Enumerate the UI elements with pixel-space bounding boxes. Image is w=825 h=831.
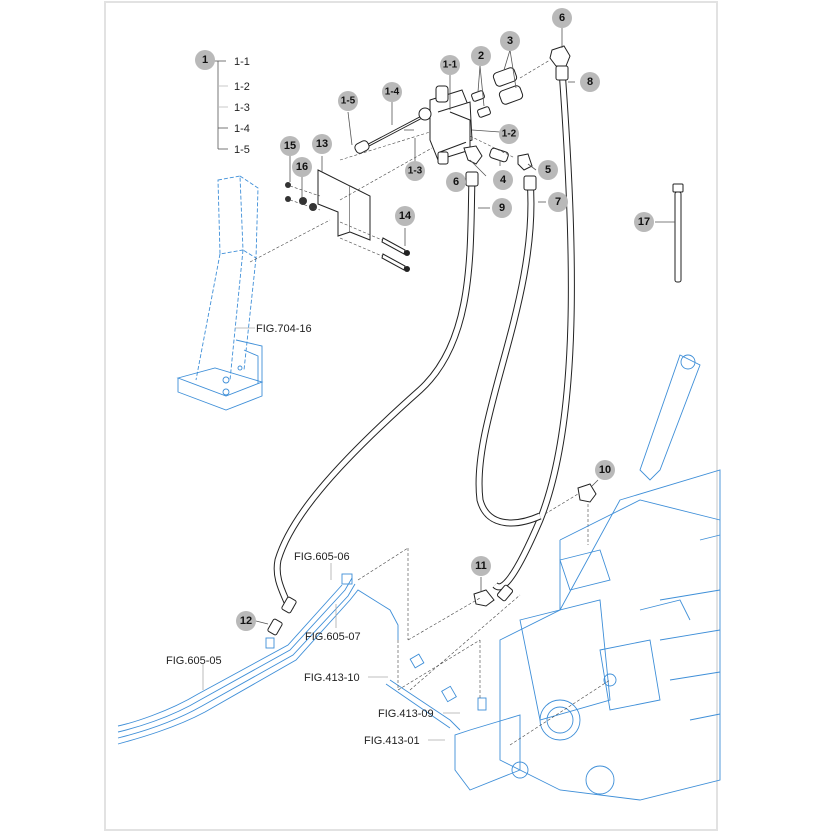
fig-ref-605-06: FIG.605-06 (294, 551, 350, 563)
svg-text:8: 8 (587, 76, 593, 88)
subpart-label-1-3: 1-3 (234, 102, 250, 114)
callout-8: 8 (580, 72, 600, 92)
svg-text:1-5: 1-5 (341, 96, 356, 107)
callout-7: 7 (548, 192, 568, 212)
svg-text:5: 5 (545, 164, 551, 176)
svg-text:17: 17 (638, 216, 650, 228)
svg-text:10: 10 (599, 464, 611, 476)
callout-13: 13 (312, 134, 332, 154)
svg-text:14: 14 (399, 210, 412, 222)
svg-text:15: 15 (284, 140, 296, 152)
cable-tie (655, 183, 684, 283)
bracket-assembly (285, 155, 410, 272)
callout-3: 3 (500, 31, 520, 51)
svg-text:1-3: 1-3 (408, 166, 423, 177)
svg-text:6: 6 (559, 12, 565, 24)
callout-11: 11 (471, 556, 491, 576)
svg-text:13: 13 (316, 138, 328, 150)
svg-text:4: 4 (500, 174, 507, 186)
fig-ref-413-01: FIG.413-01 (364, 735, 420, 747)
svg-text:1-4: 1-4 (385, 87, 400, 98)
control-valve-assembly (339, 45, 571, 201)
subpart-label-1-1: 1-1 (234, 56, 250, 68)
callout-1-4: 1-4 (382, 82, 402, 102)
transmission-reference-part (454, 354, 721, 801)
callout-17: 17 (634, 212, 654, 232)
hoses (267, 65, 575, 636)
callout-1: 1 (195, 50, 215, 70)
figure-reference-labels: FIG.704-16 FIG.605-06 FIG.605-07 FIG.605… (166, 323, 460, 747)
subpart-tree: 1-1 1-2 1-3 1-4 1-5 (214, 56, 250, 156)
drawing-frame (104, 1, 718, 831)
callout-5: 5 (538, 160, 558, 180)
callout-9: 9 (492, 198, 512, 218)
svg-text:3: 3 (507, 35, 513, 47)
svg-text:6: 6 (453, 176, 459, 188)
svg-text:11: 11 (475, 560, 487, 572)
callout-1-3: 1-3 (405, 161, 425, 181)
callout-6-lower: 6 (446, 172, 466, 192)
fig-ref-413-09: FIG.413-09 (378, 708, 434, 720)
subpart-label-1-2: 1-2 (234, 81, 250, 93)
callout-14: 14 (395, 206, 415, 226)
callout-12: 12 (236, 611, 256, 631)
callout-16: 16 (292, 157, 312, 177)
callout-15: 15 (280, 136, 300, 156)
callout-1-5: 1-5 (338, 91, 358, 111)
subpart-label-1-5: 1-5 (234, 144, 250, 156)
svg-text:2: 2 (478, 50, 484, 62)
stand-reference-part (176, 175, 331, 411)
callout-4: 4 (493, 170, 513, 190)
callout-1-1: 1-1 (440, 55, 460, 75)
svg-text:12: 12 (240, 615, 252, 627)
callout-1-2: 1-2 (499, 124, 519, 144)
svg-text:9: 9 (499, 202, 505, 214)
fittings-10-11 (473, 483, 597, 607)
fig-ref-605-05: FIG.605-05 (166, 655, 222, 667)
pipes-reference-part (117, 547, 611, 746)
subpart-label-1-4: 1-4 (234, 123, 250, 135)
callout-leaders (255, 28, 599, 625)
callout-6-top: 6 (552, 8, 572, 28)
callout-2: 2 (471, 46, 491, 66)
fig-ref-704-16: FIG.704-16 (256, 323, 312, 335)
svg-text:7: 7 (555, 196, 561, 208)
svg-text:1-1: 1-1 (443, 60, 458, 71)
svg-text:16: 16 (296, 161, 308, 173)
fig-ref-605-07: FIG.605-07 (305, 631, 361, 643)
svg-text:1: 1 (202, 54, 208, 66)
callout-10: 10 (595, 460, 615, 480)
fig-ref-413-10: FIG.413-10 (304, 672, 360, 684)
svg-text:1-2: 1-2 (502, 129, 517, 140)
